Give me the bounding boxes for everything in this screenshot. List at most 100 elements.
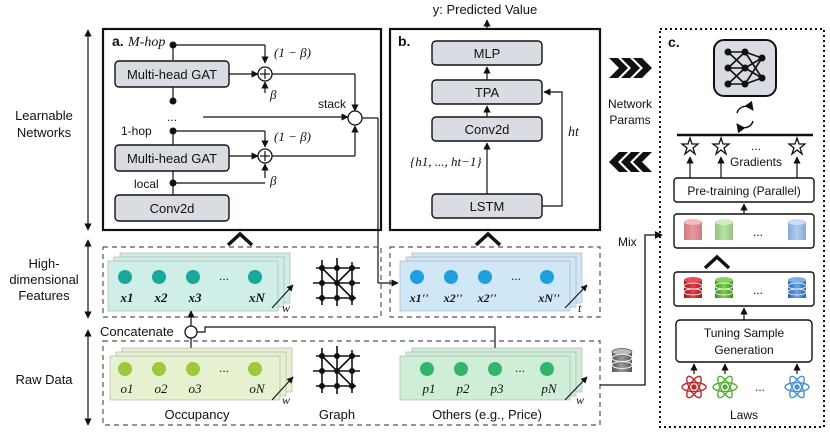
p-node <box>540 362 554 376</box>
p-node <box>420 362 434 376</box>
x-node <box>186 270 200 284</box>
o-label: o1 <box>121 381 134 396</box>
concat-node <box>184 325 198 339</box>
graph-label: Graph <box>319 407 355 422</box>
atom-dots: ... <box>755 380 765 394</box>
stack-label: stack <box>318 97 347 111</box>
output-label: y: Predicted Value <box>433 2 538 17</box>
o-dots: ... <box>219 361 229 375</box>
xpp-label: xN'' <box>537 291 560 305</box>
star-icon <box>787 135 807 156</box>
chevrons-right-icon <box>609 58 652 78</box>
stars-dots: ... <box>751 139 761 153</box>
network-params-1: Network <box>608 97 653 111</box>
p-label: pN <box>540 381 558 396</box>
atom-icon-blue <box>784 375 810 399</box>
tuning-label-2: Generation <box>714 343 773 357</box>
x-label: x2 <box>154 290 169 305</box>
tuning-label-1: Tuning Sample <box>704 326 785 340</box>
xpp-node <box>410 270 424 284</box>
m-hop-label: M-hop <box>127 35 165 50</box>
xpp-node <box>478 270 492 284</box>
stack-node <box>347 110 363 126</box>
gat-box-1 <box>114 144 230 172</box>
p-label: p3 <box>490 381 505 396</box>
concatenate-label: Concatenate <box>100 324 174 339</box>
mix-label: Mix <box>618 235 637 249</box>
o-label: o3 <box>189 381 203 396</box>
p-node <box>454 362 468 376</box>
atom-icon-red <box>681 375 707 399</box>
nn-nodes <box>724 48 766 88</box>
one-minus-beta-m: (1 − β) <box>274 45 311 60</box>
raw-row: Concatenate ... o1 o2 o3 oN w Occupancy … <box>100 310 601 426</box>
p-label: p1 <box>422 381 436 396</box>
one-hop-label: 1-hop <box>121 124 152 138</box>
one-minus-beta-1: (1 − β) <box>274 129 311 144</box>
caret-a <box>226 231 254 247</box>
lstm-label: LSTM <box>470 199 505 214</box>
sample-data-box <box>673 271 815 307</box>
others-label: Others (e.g., Price) <box>432 407 542 422</box>
xpp-node <box>444 270 458 284</box>
refresh-icon <box>736 100 754 134</box>
conv2d-label-b: Conv2d <box>465 122 510 137</box>
star-icon <box>680 135 700 156</box>
xpp-label: x2'' <box>443 291 463 305</box>
xpp-label: x1'' <box>409 291 429 305</box>
gradient-stars <box>680 135 807 156</box>
atom-icon-green <box>712 375 738 399</box>
xpp-label: x2'' <box>477 291 497 305</box>
gat-label-m: Multi-head GAT <box>127 67 217 82</box>
tpa-label: TPA <box>475 85 500 100</box>
o-node <box>186 362 200 376</box>
t-label: t <box>578 301 582 315</box>
params-column: Network Params Mix <box>600 58 663 386</box>
xpp-node <box>540 270 554 284</box>
database-icon-raw <box>611 348 633 372</box>
left-labels: Learnable Networks High- dimensional Fea… <box>9 29 92 426</box>
panel-c-tag: c. <box>668 34 680 50</box>
x-node <box>152 270 166 284</box>
o-label: oN <box>249 381 266 396</box>
database-icon-blue-light <box>788 219 806 240</box>
x-node <box>118 270 132 284</box>
x-label: x3 <box>188 290 203 305</box>
local-label: local <box>134 177 159 191</box>
database-icon-red <box>683 277 703 298</box>
chevrons-left-icon <box>609 152 652 172</box>
hop-dots: ... <box>167 110 177 124</box>
p-dots: ... <box>515 361 525 375</box>
label-features-3: Features <box>18 288 70 303</box>
database-icon-red-light <box>684 219 702 240</box>
database-icon-green <box>714 277 734 298</box>
tpa-box <box>431 79 543 105</box>
mlp-label: MLP <box>474 46 501 61</box>
x-node <box>248 270 262 284</box>
o-node <box>152 362 166 376</box>
star-icon <box>711 135 731 156</box>
pretraining-label: Pre-training (Parallel) <box>687 184 800 198</box>
occupancy-label: Occupancy <box>164 407 230 422</box>
x-dots: ... <box>219 269 229 283</box>
panel-b-tag: b. <box>398 33 410 49</box>
ht-label: ht <box>568 125 580 140</box>
p-node <box>488 362 502 376</box>
conv2d-box-b <box>431 116 543 142</box>
gradients-label: Gradients <box>730 155 782 169</box>
x-label: xN <box>248 290 266 305</box>
label-features-2: dimensional <box>9 272 78 287</box>
o-label: o2 <box>155 381 169 396</box>
graph-icon-features <box>313 258 360 306</box>
panel-c: c. ... Gradien <box>659 28 825 428</box>
w-label-x: w <box>282 301 290 315</box>
db-dots: ... <box>753 283 763 297</box>
label-learnable-1: Learnable <box>15 108 73 123</box>
hidden-seq-label: {h1, ..., ht−1} <box>410 154 482 169</box>
p-label: p2 <box>456 381 471 396</box>
laws-label: Laws <box>730 408 758 422</box>
graph-icon-raw <box>313 346 360 394</box>
label-features-1: High- <box>28 256 59 271</box>
beta-m: β <box>269 87 277 102</box>
